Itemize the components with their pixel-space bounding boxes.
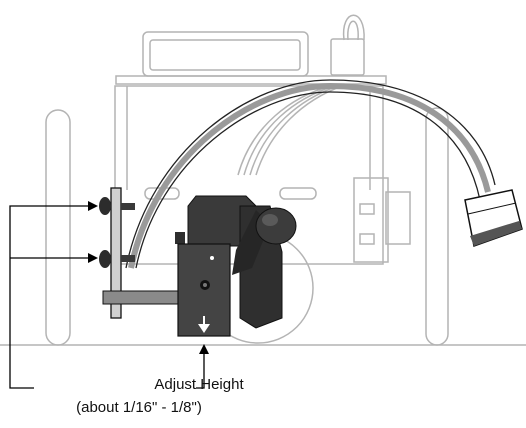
adjust-height-label: Adjust Height (154, 376, 244, 393)
pointer-arrow-icon (88, 201, 209, 354)
callout-lines (9, 205, 205, 389)
adjust-height-range-label: (about 1/16" - 1/8") (76, 399, 202, 416)
sensor-assembly (175, 195, 297, 337)
down-arrow-icon (198, 316, 210, 333)
cable-connector (464, 189, 523, 247)
ribbon-cable (125, 79, 496, 269)
mounting-plate (99, 187, 184, 319)
